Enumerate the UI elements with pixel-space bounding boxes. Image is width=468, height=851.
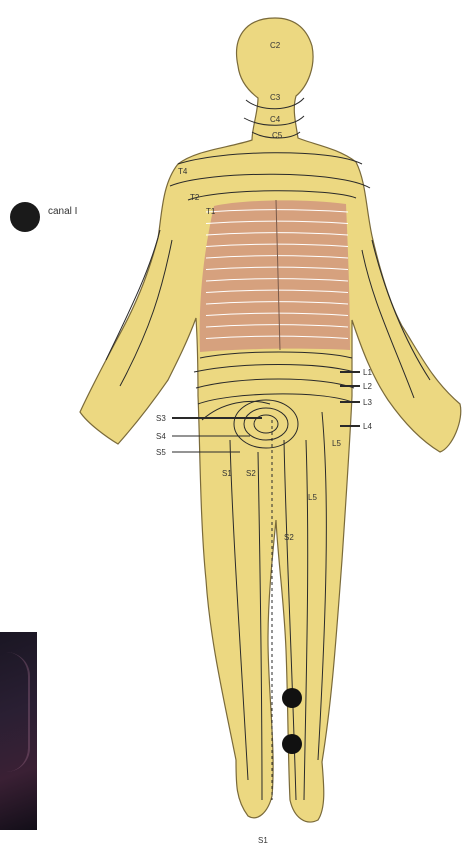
- label-s3: S3: [156, 414, 166, 423]
- label-l2: L2: [363, 382, 372, 391]
- body-silhouette: [80, 18, 461, 822]
- label-s1-foot: S1: [258, 836, 268, 845]
- label-t2: T2: [190, 193, 200, 202]
- label-l5: L5: [332, 439, 341, 448]
- label-s2b: S2: [284, 533, 294, 542]
- acupoint-lower: [282, 734, 302, 754]
- acupoint-upper: [282, 688, 302, 708]
- label-s2: S2: [246, 469, 256, 478]
- label-c3: C3: [270, 93, 281, 102]
- label-l5-leg: L5: [308, 493, 317, 502]
- label-s5: S5: [156, 448, 166, 457]
- label-l4: L4: [363, 422, 372, 431]
- label-c5: C5: [272, 131, 283, 140]
- label-c2: C2: [270, 41, 281, 50]
- label-c4: C4: [270, 115, 281, 124]
- thoracic-region: [200, 200, 350, 352]
- label-t4: T4: [178, 167, 188, 176]
- label-s1: S1: [222, 469, 232, 478]
- label-l3: L3: [363, 398, 372, 407]
- label-s4: S4: [156, 432, 166, 441]
- label-l1: L1: [363, 368, 372, 377]
- label-t1: T1: [206, 207, 216, 216]
